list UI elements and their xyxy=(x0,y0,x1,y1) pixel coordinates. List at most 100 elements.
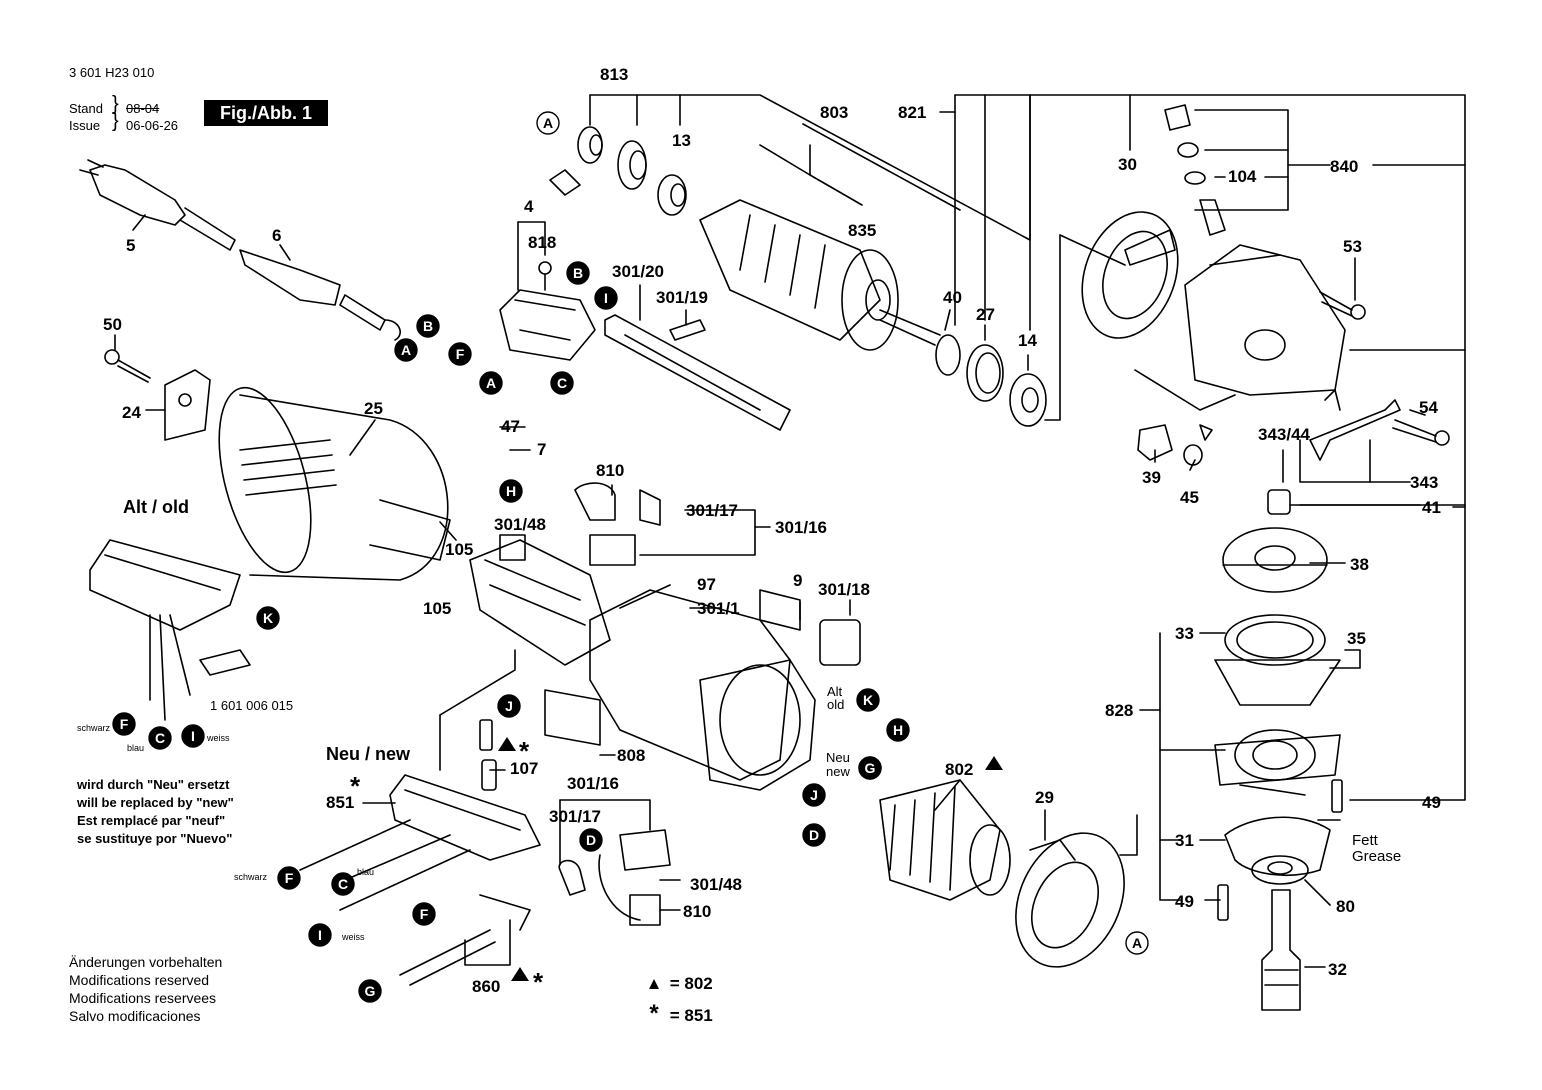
brace-icon: } xyxy=(112,93,119,115)
part-number-label: 29 xyxy=(1035,788,1054,807)
callout-h-icon: H xyxy=(886,718,910,742)
bevel-gear-part xyxy=(1222,527,1328,593)
label-part xyxy=(544,589,801,746)
callout-a-icon: A xyxy=(1125,931,1149,955)
part-number-label: 808 xyxy=(617,746,645,765)
brace-icon: } xyxy=(112,110,119,132)
part-number-label: 301/17 xyxy=(686,501,738,520)
field-housing-part xyxy=(589,589,816,791)
leader-line xyxy=(464,919,511,966)
part-number-label: 835 xyxy=(848,221,876,240)
leader-line xyxy=(1329,649,1361,669)
wire-color-label: blau xyxy=(127,743,144,753)
cord-sleeve-part xyxy=(239,249,401,341)
cord-clamp-part xyxy=(164,369,211,441)
svg-text:F: F xyxy=(120,716,129,732)
marks: *** xyxy=(350,736,1003,997)
mounting-flange-part xyxy=(1251,855,1309,885)
callout-i-icon: I xyxy=(308,923,332,947)
svg-text:H: H xyxy=(893,722,903,738)
asterisk-icon: * xyxy=(533,967,544,997)
legend-text: = 851 xyxy=(669,1006,713,1025)
part-number-label: 301/17 xyxy=(549,807,601,826)
leader-line xyxy=(639,509,756,556)
part-number-label: 104 xyxy=(1228,167,1257,186)
callout-f-icon: F xyxy=(277,866,301,890)
fan-baffle-part xyxy=(1015,832,1125,968)
callout-c-icon: C xyxy=(331,872,355,896)
side-label: Grease xyxy=(1352,848,1401,865)
wire-color-label: schwarz xyxy=(77,723,111,733)
footer-line: Modifications reserved xyxy=(69,972,210,988)
part-number-label: 343 xyxy=(1410,473,1438,492)
wire-color-label: weiss xyxy=(341,932,365,942)
leader-line xyxy=(944,309,951,331)
svg-text:A: A xyxy=(543,115,553,131)
leader-line xyxy=(619,584,671,609)
side-label: Fett xyxy=(1352,832,1379,849)
part-number-label: 301/16 xyxy=(775,518,827,537)
brush-holder-lower-part xyxy=(558,829,671,926)
switch-part xyxy=(469,534,611,666)
legend-text: = 802 xyxy=(669,974,713,993)
needle-bearing-part xyxy=(1267,489,1291,515)
footer-line: Änderungen vorbehalten xyxy=(69,954,223,970)
part-number-label: 54 xyxy=(1419,398,1438,417)
leader-line xyxy=(802,123,961,211)
part-number-label: 813 xyxy=(600,65,628,84)
part-number-label: 13 xyxy=(672,131,691,150)
callout-c-icon: C xyxy=(148,726,172,750)
guard-clamp-part xyxy=(1224,816,1331,876)
callout-b-icon: B xyxy=(416,314,440,338)
callout-b-icon: B xyxy=(566,261,590,285)
leader-line xyxy=(132,214,146,231)
part-number-label: 301/19 xyxy=(656,288,708,307)
leader-line xyxy=(1299,439,1411,483)
part-number-label: 105 xyxy=(445,540,473,559)
svg-text:F: F xyxy=(456,346,465,362)
part-number-label: 50 xyxy=(103,315,122,334)
part-number-label: 343/44 xyxy=(1258,425,1311,444)
svg-text:I: I xyxy=(191,728,195,744)
svg-text:J: J xyxy=(505,698,513,714)
triangle-icon xyxy=(498,737,516,751)
svg-text:F: F xyxy=(285,870,294,886)
svg-text:K: K xyxy=(263,610,273,626)
callout-a-icon: A xyxy=(394,338,418,362)
part-number-label: 7 xyxy=(537,440,546,459)
callout-j-icon: J xyxy=(802,783,826,807)
part-number-label: 24 xyxy=(122,403,141,422)
switch-old-part xyxy=(89,539,241,721)
callout-k-icon: K xyxy=(256,606,280,630)
wire-color-label: blau xyxy=(357,867,374,877)
footer-line: Salvo modificaciones xyxy=(69,1008,201,1024)
asterisk-icon: * xyxy=(350,771,361,801)
carbon-brush-part xyxy=(574,482,661,566)
part-number-label: 14 xyxy=(1018,331,1037,350)
leader-line xyxy=(1119,814,1138,856)
leader-line xyxy=(349,419,376,456)
callout-c-icon: C xyxy=(550,371,574,395)
figure-label: Fig./Abb. 1 xyxy=(204,100,328,126)
part-number-label: 35 xyxy=(1347,629,1366,648)
neu-new-heading: Neu / new xyxy=(326,744,411,764)
callout-f-icon: F xyxy=(412,902,436,926)
gasket-part xyxy=(1214,614,1341,706)
part-number-label: 1 601 006 015 xyxy=(210,698,293,713)
side-label: old xyxy=(827,697,844,712)
part-number-label: 860 xyxy=(472,977,500,996)
part-number-label: 49 xyxy=(1175,892,1194,911)
part-number-label: 105 xyxy=(423,599,451,618)
leader-line xyxy=(954,94,1466,801)
triangle-icon xyxy=(511,967,529,981)
leader-line xyxy=(809,174,863,206)
part-number-label: 25 xyxy=(364,399,383,418)
wire-color-label: schwarz xyxy=(234,872,268,882)
part-number-label: 301/1 xyxy=(697,599,740,618)
stand-label: Stand xyxy=(69,101,103,116)
replacement-note: wird durch "Neu" ersetzt will be replace… xyxy=(77,776,234,848)
leader-line xyxy=(1304,879,1331,906)
field-coil-part xyxy=(879,779,1011,901)
leader-line xyxy=(1134,369,1236,411)
switch-new-part xyxy=(299,774,541,911)
